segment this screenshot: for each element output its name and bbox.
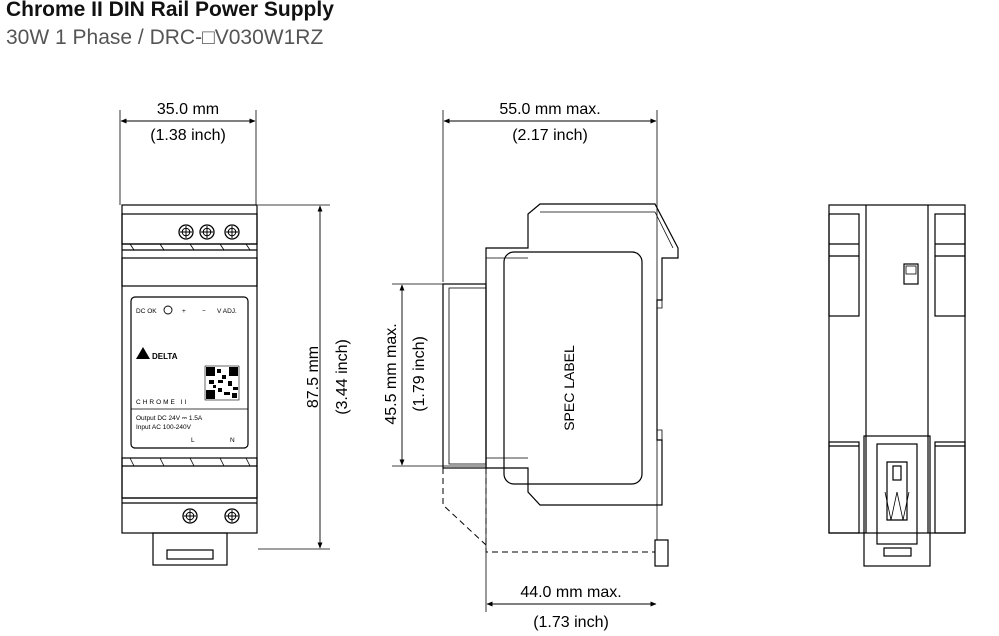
front-width-mm: 35.0 mm (157, 101, 219, 118)
output-rating: Output DC 24V ⎓ 1.5A (136, 415, 203, 422)
spec-label-text: SPEC LABEL (561, 345, 577, 431)
page-title: Chrome II DIN Rail Power Supply (6, 0, 334, 21)
side-view (392, 110, 679, 612)
qr-code-icon (204, 365, 240, 401)
screw-icon (178, 224, 194, 240)
front-width-inch: (1.38 inch) (150, 127, 226, 144)
terminal-l-label: L (191, 437, 195, 444)
input-rating: Input AC 100-240V (136, 424, 192, 431)
side-step-inch: (1.79 inch) (411, 336, 428, 412)
screw-icon (199, 224, 215, 240)
vadj-label: V ADJ. (217, 308, 237, 315)
side-depth-inch: (2.17 inch) (512, 127, 588, 144)
led-icon (163, 305, 173, 315)
front-label-panel (130, 296, 249, 449)
minus-terminal-label: − (202, 308, 206, 315)
din-clip (152, 532, 228, 566)
screw-icon (224, 508, 240, 524)
front-view (119, 110, 330, 566)
rear-housing (828, 204, 966, 534)
side-housing (485, 203, 679, 506)
plus-terminal-label: + (182, 308, 186, 315)
spec-label-area (503, 251, 643, 485)
side-step-mm: 45.5 mm max. (383, 323, 400, 424)
terminal-n-label: N (230, 437, 235, 444)
rear-view (828, 204, 966, 567)
front-height-inch: (3.44 inch) (334, 339, 351, 415)
screw-icon (224, 224, 240, 240)
delta-logo-icon (136, 347, 150, 359)
brand-label: DELTA (152, 352, 178, 361)
side-bottom-mm: 44.0 mm max. (520, 584, 621, 601)
dc-ok-label: DC OK (136, 308, 157, 315)
panel-contents: DC OK + − V ADJ. DELTA CHROME II Output … (136, 305, 240, 444)
side-depth-mm: 55.0 mm max. (499, 101, 600, 118)
front-height-mm: 87.5 mm (305, 346, 322, 408)
series-label: CHROME II (136, 399, 188, 406)
rear-din-clip (863, 435, 931, 567)
side-bottom-inch: (1.73 inch) (533, 614, 609, 631)
screw-icon (182, 508, 198, 524)
page-subtitle: 30W 1 Phase / DRC-□V030W1RZ (6, 26, 324, 49)
